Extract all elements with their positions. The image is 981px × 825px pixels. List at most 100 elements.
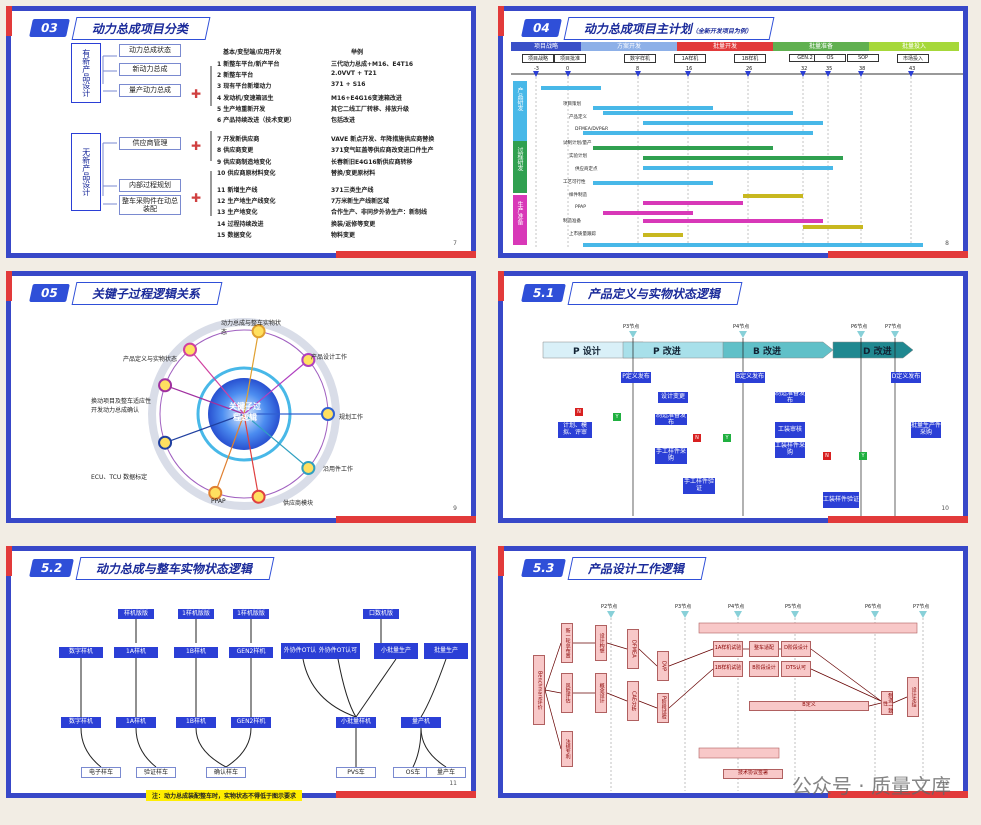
row-example: 合作生产、非同步外协生产：新制线 — [331, 209, 428, 217]
item-powertrain-status: 动力总成状态 — [119, 44, 181, 57]
node-label: P4节点 — [733, 324, 750, 330]
task-label: 试制计划/量产 — [563, 141, 592, 146]
design-flow — [544, 611, 927, 791]
decision-tag: Y — [859, 452, 867, 460]
gantt-bar — [603, 111, 793, 115]
plus-icon: ✚ — [191, 87, 202, 101]
mid-box: 量产机 — [401, 717, 441, 728]
spoke-line — [164, 413, 245, 444]
design-box: 1B样机试验 — [713, 661, 743, 677]
connector-line — [302, 658, 357, 718]
slide-master-plan[interactable]: 04 动力总成项目主计划（全新开发项目为例） 8 项目战略方案开发批量开发批量准… — [498, 6, 968, 258]
milestone-3: 1A样机 — [674, 54, 706, 63]
decision-tag: Y — [723, 434, 731, 442]
pre-box: 1样机版版 — [178, 609, 214, 619]
gantt-bar — [593, 181, 713, 185]
design-box: 概念设计 — [595, 673, 607, 713]
milestone-week: 32 — [801, 66, 808, 72]
node-label: P6节点 — [851, 324, 868, 330]
milestone-2: 数字样机 — [624, 54, 656, 63]
connector-line — [420, 727, 447, 768]
row-example: 其它二线工厂转移、排放升级 — [331, 105, 410, 113]
item-vehicle-purchase: 整车采购件在动总装配 — [119, 195, 181, 215]
connector-line — [810, 648, 882, 702]
milestone-week: 38 — [859, 66, 866, 72]
node-dot — [158, 435, 173, 450]
connector-line — [868, 702, 882, 707]
node-marker — [919, 611, 927, 618]
phase-1: 方案开发 — [581, 42, 677, 51]
watermark-text: 公众号 · 质量文库 — [791, 774, 951, 798]
row-example: 三代动力总成+M16、E4T16 — [331, 61, 414, 68]
task-label: 产品定义 — [569, 115, 587, 120]
connector-line — [606, 692, 628, 702]
lane-marker — [513, 195, 527, 245]
stage-label: D 改进 — [863, 347, 892, 357]
node-dot — [208, 485, 223, 500]
design-box: CAE分析 — [627, 681, 639, 721]
node-label: 供应商模块 — [283, 500, 314, 507]
connector-line — [355, 658, 397, 718]
mid-box: GEN2样机 — [231, 717, 271, 728]
milestone-week: 26 — [746, 66, 753, 72]
node-marker — [607, 611, 615, 618]
row-example: 371 + S16 — [331, 81, 366, 89]
row-label: 8 供应商变更 — [217, 147, 254, 155]
row-label: 14 过程持续改进 — [217, 220, 264, 228]
node-label: P4节点 — [728, 604, 745, 610]
node-label: 沿用件工作 — [323, 466, 354, 473]
task-label: 制造准备 — [563, 219, 581, 224]
row-label: 12 生产地生产线变化 — [217, 198, 276, 206]
stage-label: P 改进 — [653, 347, 681, 357]
gantt-bar — [583, 243, 923, 247]
phase-2: 批量开发 — [677, 42, 773, 51]
design-box: P阶段试验 — [657, 693, 669, 723]
flow-box: B定义发布 — [735, 372, 765, 383]
node-marker — [681, 611, 689, 618]
slide-physical-state-logic[interactable]: 5.2 动力总成与整车实物状态逻辑 注：动力总成装配整车时，实物状态不得低于图示… — [6, 546, 476, 801]
plus-icon: ✚ — [191, 139, 202, 153]
row-label: 1 新整车平台/新产平台 — [217, 61, 280, 68]
row-label: 5 生产地重新开发 — [217, 105, 266, 113]
stage-arrow — [722, 341, 834, 359]
milestone-marker — [635, 71, 641, 77]
spoke-line — [243, 331, 260, 415]
node-label: P2节点 — [601, 604, 618, 610]
slide-key-subprocess[interactable]: 05 关键子过程逻辑关系 关键子过程逻辑 9 动力总成与整车实物状态产品设计工作… — [6, 271, 476, 523]
item-new-powertrain: 新动力总成 — [119, 63, 181, 76]
node-marker — [791, 611, 799, 618]
node-marker — [857, 331, 865, 338]
item-internal-process: 内部过程规划 — [119, 179, 181, 192]
row-label: 3 现有平台新增动力 — [217, 83, 272, 91]
milestone-1: 项目批准 — [554, 54, 586, 63]
task-label: 实验计划 — [569, 154, 587, 159]
top-box: 批量生产 — [424, 643, 468, 659]
connector-line — [810, 668, 882, 702]
design-box: 制造一致性 — [881, 691, 894, 715]
connector-line — [420, 658, 447, 718]
node-marker — [871, 611, 879, 618]
mid-box: 数字样机 — [61, 717, 101, 728]
decision-tag: N — [693, 434, 701, 442]
pre-box: 样机版版 — [118, 609, 154, 619]
design-box: 技术协议签署 — [723, 769, 783, 779]
design-box: 设计冻结 — [907, 677, 919, 717]
node-marker — [739, 331, 747, 338]
node-dot — [301, 460, 316, 475]
pre-box: 1样机版版 — [233, 609, 269, 619]
design-box: 设计构想 — [595, 625, 607, 661]
design-box: D阶段设计 — [781, 641, 811, 657]
subprocess-wheel — [148, 318, 340, 510]
gantt-bar — [643, 233, 683, 237]
slide-project-classification[interactable]: 03 动力总成项目分类 有新产品设计 无新产品设计 动力总成状态 新动力总成 量… — [6, 6, 476, 258]
mid-box: 小批量样机 — [336, 717, 376, 728]
footnote: 注：动力总成装配整车时，实物状态不得低于图示要求 — [146, 790, 303, 801]
lane-label: 产品研发 — [516, 87, 523, 111]
definition-flow — [542, 331, 914, 516]
node-label: 产品设计工作 — [311, 354, 348, 361]
row-example: 371变气缸盖等供应商改变进口件生产 — [331, 147, 434, 155]
design-box: Benchmark评价 — [533, 655, 545, 725]
milestone-week: 43 — [909, 66, 916, 72]
